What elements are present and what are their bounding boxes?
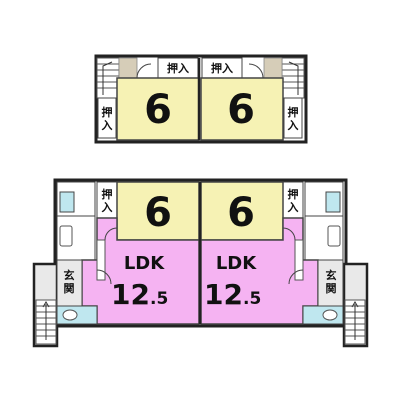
second-floor: 6 6 押入 押入 押入 押入 bbox=[94, 54, 308, 144]
closet-label-char: 押 bbox=[288, 187, 299, 201]
kitchen-counter-icon bbox=[96, 239, 106, 281]
staircase-icon bbox=[35, 299, 57, 345]
closet-label-char: 押 bbox=[102, 105, 113, 119]
closet-label-char: 押 bbox=[102, 187, 113, 201]
toilet-icon bbox=[62, 309, 78, 321]
closet-label: 押入 bbox=[288, 105, 299, 132]
tatami-room bbox=[116, 181, 200, 241]
closet bbox=[97, 97, 117, 139]
closet-label-char: 入 bbox=[102, 201, 113, 214]
closet-label: 押入 bbox=[211, 61, 233, 75]
entrance-label-char: 玄 bbox=[326, 268, 337, 282]
room-size-label: 6 bbox=[227, 190, 255, 236]
door-swing-icon bbox=[282, 227, 296, 241]
ldk-label: LDK bbox=[216, 253, 257, 274]
entrance-hall bbox=[317, 259, 344, 307]
tatami-room bbox=[116, 77, 200, 141]
closet-label: 押入 bbox=[102, 187, 113, 214]
room-size-label: 6 bbox=[227, 87, 255, 133]
entrance-label-char: 玄 bbox=[64, 268, 75, 282]
entrance-label: 玄関 bbox=[64, 268, 75, 295]
door-swing-icon bbox=[288, 269, 304, 285]
closet-label-char: 押 bbox=[288, 105, 299, 119]
hall-floor bbox=[263, 57, 283, 79]
door-swing-icon bbox=[248, 63, 264, 79]
closet-label: 押入 bbox=[288, 187, 299, 214]
ldk-size-label: 12 bbox=[204, 278, 243, 311]
closet-label-char: 入 bbox=[288, 201, 299, 214]
bathtub-icon bbox=[59, 191, 75, 213]
closet bbox=[283, 97, 303, 139]
entrance-label-char: 関 bbox=[64, 282, 75, 295]
hall-floor bbox=[118, 57, 138, 79]
staircase-icon bbox=[281, 57, 305, 99]
entrance-label-char: 関 bbox=[326, 282, 337, 295]
tatami-room bbox=[200, 77, 284, 141]
sink-icon bbox=[327, 225, 341, 247]
room-size-label: 6 bbox=[144, 190, 172, 236]
ldk-size-label: 12 bbox=[111, 278, 150, 311]
ldk-size-decimal: .5 bbox=[150, 289, 168, 309]
room-size-label: 6 bbox=[144, 87, 172, 133]
closet-label-char: 入 bbox=[288, 119, 299, 132]
door-swing-icon bbox=[104, 227, 118, 241]
kitchen-counter-icon bbox=[294, 239, 304, 281]
washroom bbox=[304, 215, 344, 261]
staircase-icon bbox=[96, 57, 120, 99]
staircase-icon bbox=[344, 299, 366, 345]
closet-label: 押入 bbox=[102, 105, 113, 132]
door-swing-icon bbox=[136, 63, 152, 79]
entrance-label: 玄関 bbox=[326, 268, 337, 295]
ldk-size-decimal: .5 bbox=[243, 289, 261, 309]
closet-label: 押入 bbox=[167, 61, 189, 75]
ldk-label: LDK bbox=[124, 253, 165, 274]
sink-icon bbox=[59, 225, 73, 247]
bathtub-icon bbox=[325, 191, 341, 213]
closet-label-char: 入 bbox=[102, 119, 113, 132]
first-floor: 6 6 押入 押入 LDK LDK 12 .5 12 .5 玄関 玄関 bbox=[32, 178, 369, 348]
door-swing-icon bbox=[96, 269, 112, 285]
toilet-icon bbox=[322, 309, 338, 321]
entrance-hall bbox=[56, 259, 83, 307]
